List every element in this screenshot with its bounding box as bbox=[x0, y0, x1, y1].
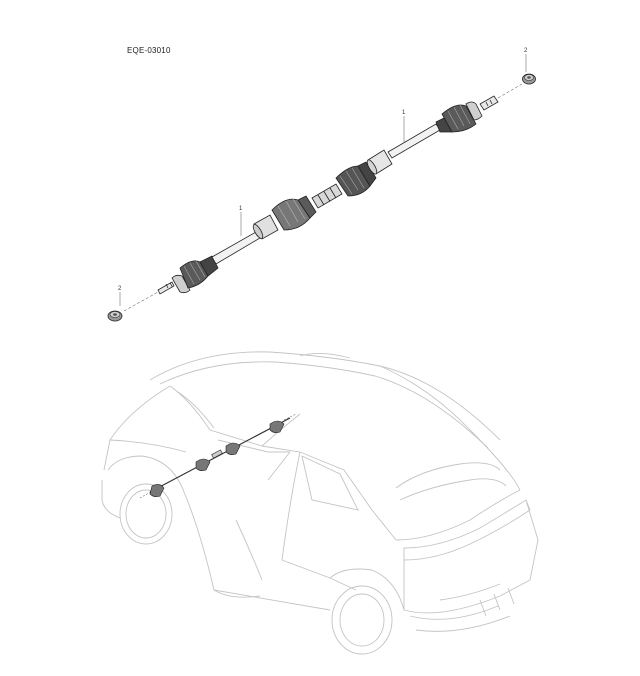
vehicle-outline bbox=[101, 351, 539, 655]
diagram-code: EQE-03010 bbox=[127, 46, 171, 55]
outer-stub-lower bbox=[157, 281, 175, 295]
cv-joint-upper[interactable] bbox=[435, 101, 483, 133]
cv-joint-lower[interactable] bbox=[171, 255, 219, 294]
callout-nut-lower: 2 bbox=[118, 286, 122, 292]
dash-axis-lower bbox=[123, 290, 161, 312]
shaft-bar-upper bbox=[387, 123, 441, 159]
damper-sleeve bbox=[252, 214, 279, 240]
drive-shaft-assembly bbox=[107, 54, 536, 322]
outer-stub-upper bbox=[479, 95, 499, 111]
intermediate-shaft bbox=[311, 183, 343, 209]
hub-nut-lower[interactable] bbox=[107, 310, 123, 322]
dash-axis-upper bbox=[497, 83, 523, 99]
housing-sleeve-upper bbox=[366, 149, 393, 175]
callout-shaft-lower: 1 bbox=[239, 206, 243, 212]
callout-shaft-upper: 1 bbox=[402, 110, 406, 116]
callout-nut-upper: 2 bbox=[524, 48, 528, 54]
hub-nut-upper[interactable] bbox=[522, 73, 536, 85]
installed-drive-shaft bbox=[139, 413, 297, 499]
shaft-bar-lower bbox=[211, 231, 261, 265]
inner-boot-upper[interactable] bbox=[335, 161, 377, 197]
inner-boot-lower[interactable] bbox=[271, 195, 317, 231]
